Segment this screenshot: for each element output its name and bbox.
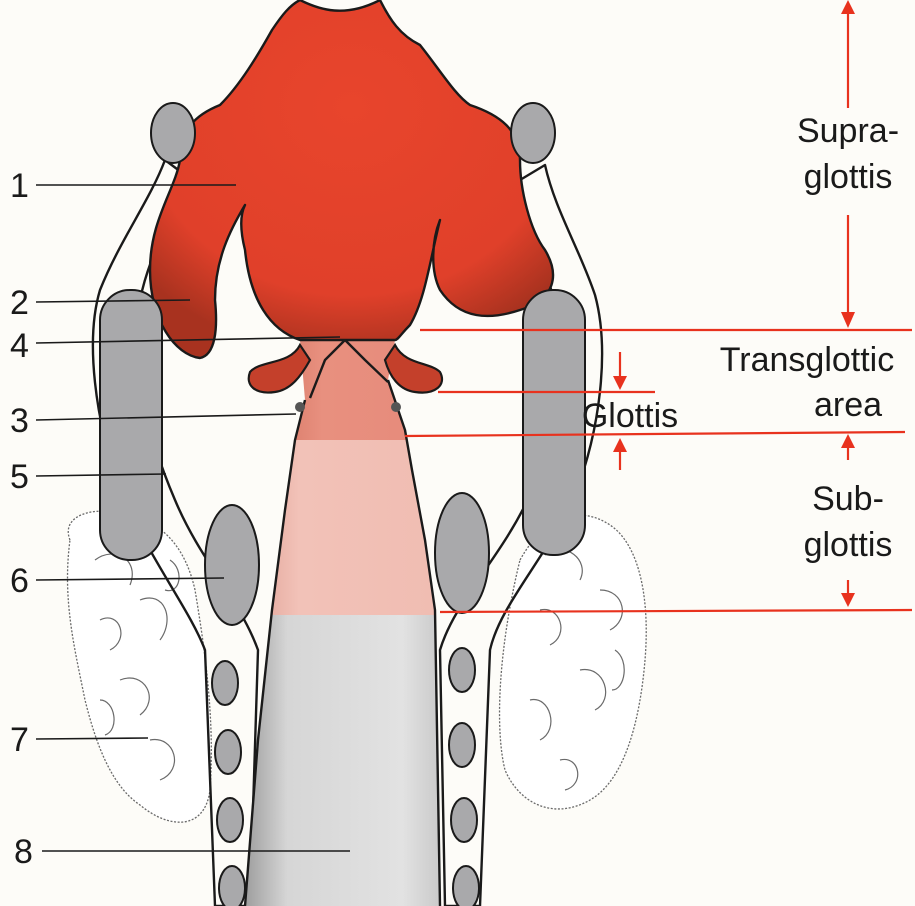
label-4: 4 (10, 327, 29, 365)
subglottis-lower-line (439, 608, 913, 614)
region-labels: Supra- glottis Transglottic area Glottis… (582, 112, 899, 564)
trachea-shading (245, 615, 440, 906)
leader-7 (35, 737, 149, 740)
leader-3 (35, 413, 297, 421)
leader-6 (35, 577, 225, 581)
transglottic-label-line2: area (814, 386, 882, 424)
leader-5 (35, 473, 167, 477)
supraglottis-label-line1: Supra- (797, 112, 899, 150)
leader-lines (35, 184, 350, 852)
leader-4 (35, 336, 341, 344)
leader-2 (35, 299, 191, 303)
label-7: 7 (10, 721, 29, 759)
vocal-process-right (391, 402, 401, 412)
glottis-label: Glottis (582, 397, 678, 435)
supraglottis-label-line2: glottis (804, 158, 893, 196)
label-6: 6 (10, 562, 29, 600)
label-5: 5 (10, 458, 29, 496)
thyroid-gland (66, 510, 647, 823)
region-markers (404, 0, 913, 614)
label-8: 8 (14, 833, 33, 871)
airway-lumen (243, 340, 442, 906)
subglottis-label-line2: glottis (804, 526, 893, 564)
subglottis-label-line1: Sub- (812, 480, 884, 518)
glottis-lower-line (404, 430, 906, 438)
label-1: 1 (10, 167, 29, 205)
supraglottic-mass (148, 0, 555, 399)
number-labels: 1 2 4 3 5 6 7 8 (10, 167, 33, 871)
transglottic-label-line1: Transglottic (720, 341, 894, 379)
vocal-process-left (295, 402, 305, 412)
label-2: 2 (10, 284, 29, 322)
cartilages (99, 102, 586, 906)
label-3: 3 (10, 402, 29, 440)
subglottic-shading (245, 440, 440, 615)
